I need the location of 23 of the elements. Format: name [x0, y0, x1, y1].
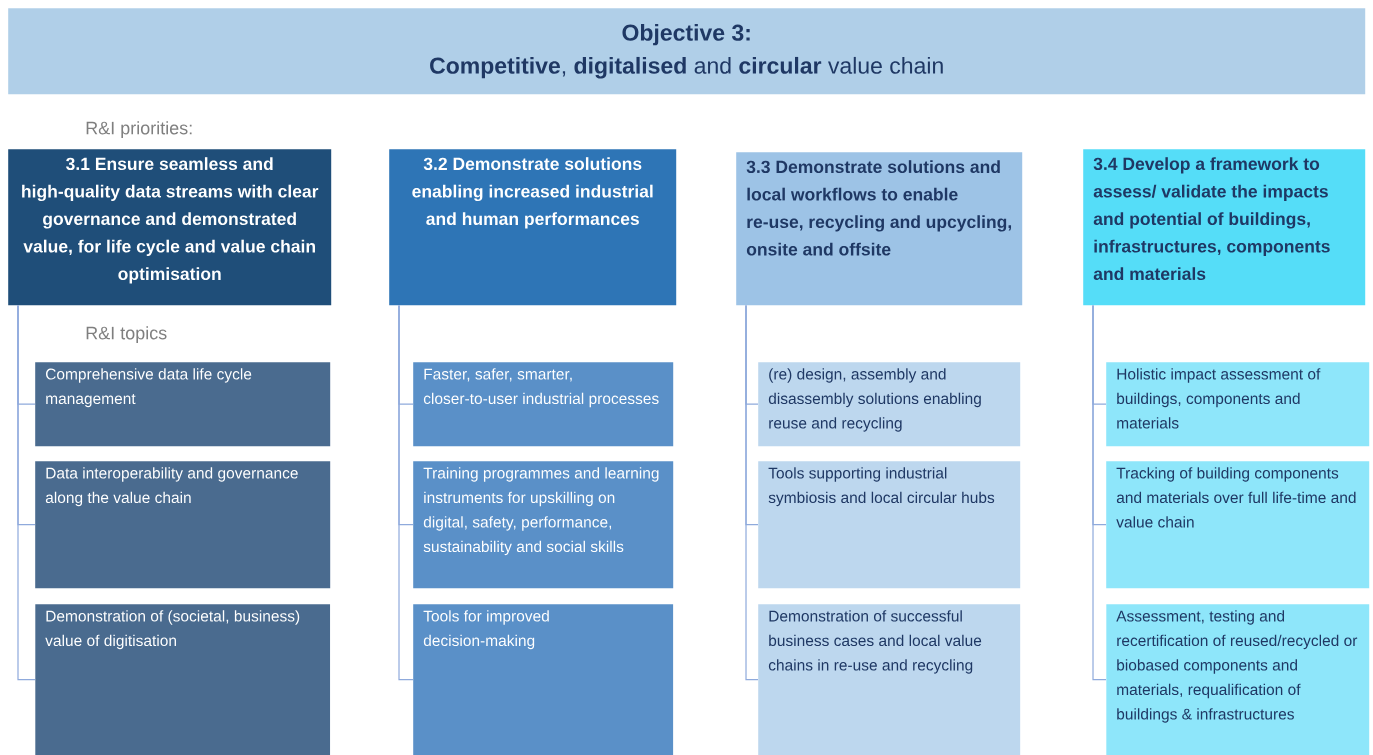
- topic-box: Assessment, testing and recertification of reused/recycled or biobased components and materials, requalification of buildings & infrastructures: [1106, 604, 1370, 755]
- connector-line: [17, 304, 36, 681]
- priority-box: 3.2 Demonstrate solutions enabling increased industrial and human performances: [389, 149, 677, 306]
- topic-box: Demonstration of (societal, business) value of digitisation: [35, 604, 331, 755]
- topic-box: Comprehensive data life cycle management: [35, 362, 331, 447]
- topic-box: Tools for improved decision-making: [413, 604, 674, 755]
- priority-box: 3.3 Demonstrate solutions and local workflows to enable re-use, recycling and upcycling, onsite and offsite: [736, 152, 1023, 306]
- topic-box: (re) design, assembly and disassembly solutions enabling reuse and recycling: [758, 362, 1021, 447]
- topic-box: Data interoperability and governance along the value chain: [35, 461, 331, 589]
- topic-box: Training programmes and learning instruments for upskilling on digital, safety, performance, sustainability and social skills: [413, 461, 674, 589]
- topic-box: Tracking of building components and materials over full life-time and value chain: [1106, 461, 1370, 589]
- priority-box: 3.1 Ensure seamless and high-quality data streams with clear governance and demonstrated value, for life cycle and value chain optimisation: [8, 149, 332, 306]
- topic-box: Tools supporting industrial symbiosis and local circular hubs: [758, 461, 1021, 589]
- topic-box: Holistic impact assessment of buildings, components and materials: [1106, 362, 1370, 447]
- connector-line: [398, 304, 414, 681]
- section-label: R&I priorities:: [86, 121, 192, 138]
- priority-box: 3.4 Develop a framework to assess/ validate the impacts and potential of buildings, infrastructures, components and materials: [1083, 149, 1366, 306]
- section-label: R&I topics: [86, 326, 167, 343]
- connector-line: [1092, 304, 1107, 681]
- connector-line: [745, 304, 759, 681]
- topic-box: Demonstration of successful business cases and local value chains in re-use and recycling: [758, 604, 1021, 755]
- title-banner: Objective 3: Competitive, digitalised and circular value chain: [8, 8, 1366, 95]
- topic-box: Faster, safer, smarter, closer-to-user industrial processes: [413, 362, 674, 447]
